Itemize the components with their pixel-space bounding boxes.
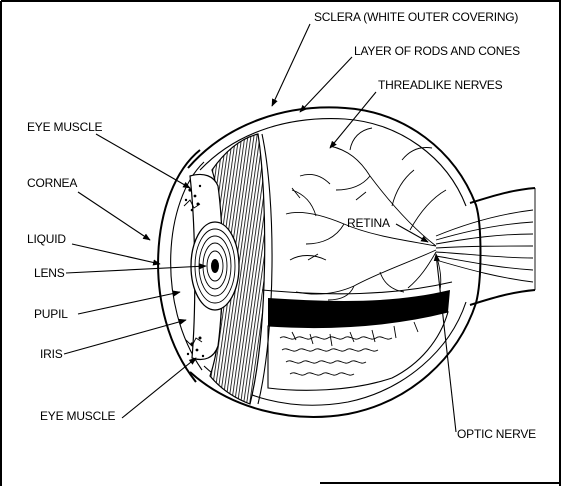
label-optic-nerve: OPTIC NERVE xyxy=(457,427,536,441)
arrow-eye-muscle-bottom xyxy=(122,358,196,418)
label-retina: RETINA xyxy=(347,216,390,230)
label-eye-muscle-bottom: EYE MUSCLE xyxy=(40,409,116,423)
cutaway-edge xyxy=(262,282,452,294)
label-sclera: SCLERA (WHITE OUTER COVERING) xyxy=(314,10,518,24)
arrow-lens xyxy=(66,266,206,273)
arrow-rods-cones xyxy=(300,57,352,112)
arrow-liquid xyxy=(72,244,160,264)
arrow-sclera xyxy=(272,24,310,106)
label-cornea: CORNEA xyxy=(27,176,77,190)
arrow-cornea xyxy=(78,192,150,240)
label-rods-cones: LAYER OF RODS AND CONES xyxy=(354,44,520,58)
label-iris: IRIS xyxy=(40,347,63,361)
label-lens: LENS xyxy=(34,266,65,280)
label-liquid: LIQUID xyxy=(27,232,66,246)
label-threadlike-nerves: THREADLIKE NERVES xyxy=(378,78,503,92)
eyeball xyxy=(158,107,535,416)
arrow-iris xyxy=(64,320,186,354)
arrow-pupil xyxy=(78,292,180,314)
arrow-optic-nerve xyxy=(436,254,456,432)
nerve-fibers xyxy=(436,210,533,282)
label-eye-muscle-top: EYE MUSCLE xyxy=(27,120,103,134)
arrow-eye-muscle-top xyxy=(96,134,190,188)
label-pupil: PUPIL xyxy=(34,307,68,321)
arrow-threadlike-nerves xyxy=(330,92,376,148)
retina-vessels xyxy=(286,128,446,300)
